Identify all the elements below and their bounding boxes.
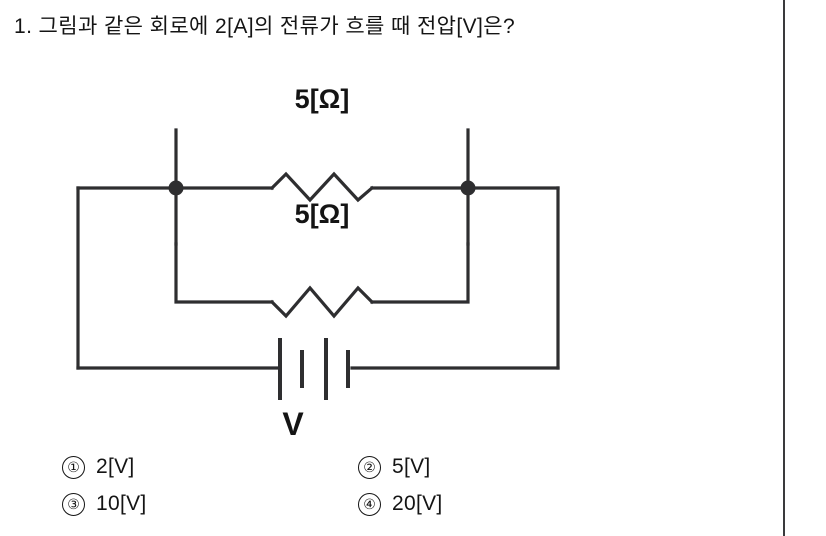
- wire-top-branch-right: [370, 128, 470, 190]
- choice-label-2: 5[V]: [392, 455, 431, 478]
- resistor-bottom-label: 5[Ω]: [295, 199, 350, 229]
- wire-bottom-branch-right: [370, 242, 470, 304]
- wire-bottom-branch-left: [174, 242, 274, 304]
- circuit-diagram: 5[Ω] 5[Ω] V: [0, 60, 660, 445]
- choice-label-1: 2[V]: [96, 455, 135, 478]
- resistor-top-label: 5[Ω]: [295, 84, 350, 114]
- choice-row-1: ① 2[V] ② 5[V]: [62, 455, 682, 492]
- resistor-bottom-zigzag: [269, 285, 375, 319]
- answer-choices: ① 2[V] ② 5[V] ③ 10[V] ④ 20[V]: [62, 455, 682, 529]
- junction-node-right: [460, 180, 476, 196]
- choice-marker-4: ④: [358, 492, 381, 516]
- choice-option-1[interactable]: ① 2[V]: [62, 455, 135, 479]
- choice-row-2: ③ 10[V] ④ 20[V]: [62, 492, 682, 529]
- column-divider: [783, 0, 785, 536]
- resistor-top-zigzag: [269, 171, 375, 203]
- question-stem: 1. 그림과 같은 회로에 2[A]의 전류가 흐를 때 전압[V]은?: [14, 15, 516, 38]
- choice-marker-2: ②: [358, 455, 381, 479]
- choice-label-3: 10[V]: [96, 492, 147, 515]
- wire-top-branch-left: [174, 128, 274, 190]
- junction-node-left: [168, 180, 184, 196]
- choice-label-4: 20[V]: [392, 492, 443, 515]
- choice-option-4[interactable]: ④ 20[V]: [358, 492, 443, 516]
- voltage-source-label: V: [282, 406, 304, 442]
- circuit-schematic-svg: 5[Ω] 5[Ω] V: [76, 84, 560, 442]
- choice-option-2[interactable]: ② 5[V]: [358, 455, 431, 479]
- choice-option-3[interactable]: ③ 10[V]: [62, 492, 147, 516]
- choice-marker-1: ①: [62, 455, 85, 479]
- choice-marker-3: ③: [62, 492, 85, 516]
